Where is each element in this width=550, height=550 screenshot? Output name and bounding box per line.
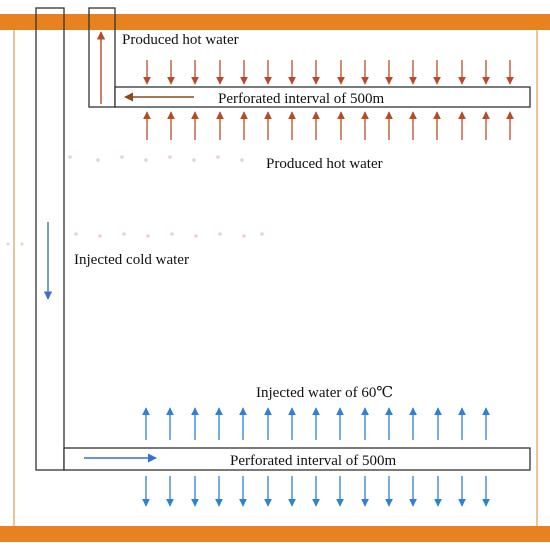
perforated-interval-label-top: Perforated interval of 500m	[218, 91, 385, 107]
bottom-perforated-interval	[63, 447, 531, 471]
top-rock-layer	[0, 14, 550, 30]
produced-hot-water-label-top: Produced hot water	[122, 32, 239, 48]
hot-inflow-arrows-above	[143, 60, 514, 85]
produced-hot-water-label-below: Produced hot water	[266, 156, 383, 172]
production-well-vertical	[88, 7, 116, 108]
faint-background-marks	[6, 155, 264, 246]
bottom-rock-layer	[0, 526, 550, 542]
top-perforated-interval	[114, 86, 531, 108]
injected-water-60-label: Injected water of 60℃	[256, 385, 393, 401]
injection-outflow-arrows-up	[142, 407, 490, 440]
hot-inflow-arrows-below	[143, 111, 514, 140]
injected-cold-water-label: Injected cold water	[74, 252, 189, 268]
injection-outflow-arrows-down	[142, 476, 490, 507]
perforated-interval-label-bottom: Perforated interval of 500m	[230, 453, 397, 469]
injection-well-vertical	[35, 7, 65, 471]
